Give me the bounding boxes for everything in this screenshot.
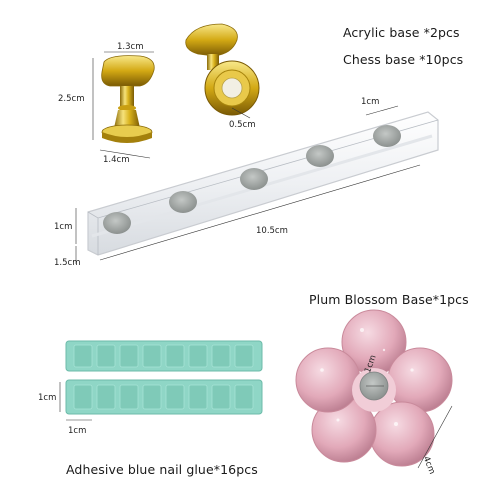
- plum-dimension-lines: [366, 385, 453, 469]
- glue-height-label: 1cm: [38, 393, 57, 403]
- bar-length-label: 10.5cm: [256, 226, 288, 236]
- chess-base-magnet-photo: [185, 23, 260, 116]
- plum-blossom-caption: Plum Blossom Base*1pcs: [309, 292, 469, 307]
- acrylic-bar-photo: [87, 111, 439, 256]
- acrylic-base-caption: Acrylic base *2pcs: [343, 25, 460, 40]
- plum-blossom-photo: [295, 309, 453, 467]
- bar-height-label: 1cm: [54, 222, 73, 232]
- chess-dimension-lines: [92, 51, 251, 159]
- chess-base-photo: [101, 55, 155, 143]
- chess-top-width-label: 1.3cm: [117, 42, 144, 52]
- chess-height-label: 2.5cm: [58, 94, 85, 104]
- chess-bottom-width-label: 1.4cm: [103, 155, 130, 165]
- magnet-diameter-label: 0.5cm: [229, 120, 256, 130]
- bar-depth-label: 1.5cm: [54, 258, 81, 268]
- glue-strip-photo: [65, 340, 263, 415]
- glue-width-label: 1cm: [68, 426, 87, 436]
- glue-dimension-lines: [59, 382, 92, 421]
- bar-gap-label: 1cm: [361, 97, 380, 107]
- chess-base-caption: Chess base *10pcs: [343, 52, 464, 67]
- glue-caption: Adhesive blue nail glue*16pcs: [66, 462, 258, 477]
- bar-dimension-lines: [75, 105, 421, 264]
